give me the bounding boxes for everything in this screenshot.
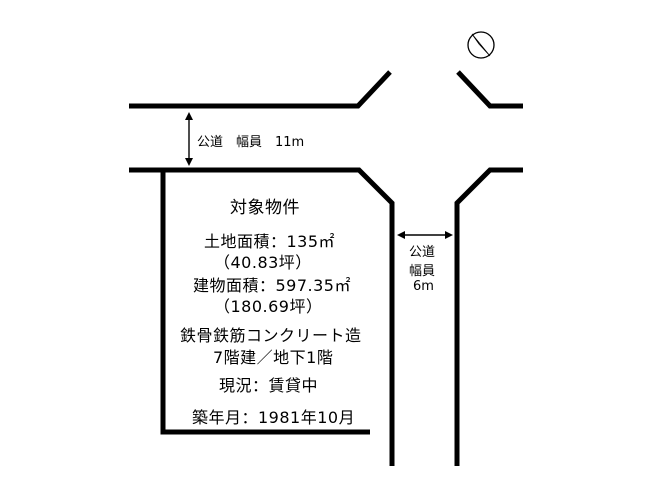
floors: 7階建／地下1階 (213, 348, 334, 367)
side-road-east-edge (454, 167, 523, 466)
land-area: 土地面積：135㎡ (204, 232, 336, 251)
building-area: 建物面積：597.35㎡ (193, 276, 351, 295)
property-boundary-north-east (163, 167, 395, 466)
property-title: 対象物件 (230, 198, 300, 218)
side-road-label-public: 公道 (409, 245, 436, 260)
property-boundary-west-south (129, 167, 370, 435)
main-road-upper-left-edge (129, 70, 392, 109)
built-date: 築年月：1981年10月 (192, 408, 356, 427)
structure: 鉄骨鉄筋コンクリート造 (180, 326, 362, 345)
side-road-label-width: 幅員 (409, 264, 436, 279)
current-status: 現況：賃貸中 (219, 376, 319, 395)
main-road-label: 公道 幅員 11m (197, 135, 305, 150)
north-arrow-icon (467, 31, 495, 59)
building-area-tsubo: （180.69坪） (214, 297, 323, 316)
side-road-width-dimension (397, 231, 453, 239)
side-road-label-value: 6m (413, 279, 434, 294)
main-road-width-dimension (185, 112, 193, 166)
main-road-upper-right-edge (456, 70, 523, 109)
land-area-tsubo: （40.83坪） (214, 253, 312, 272)
